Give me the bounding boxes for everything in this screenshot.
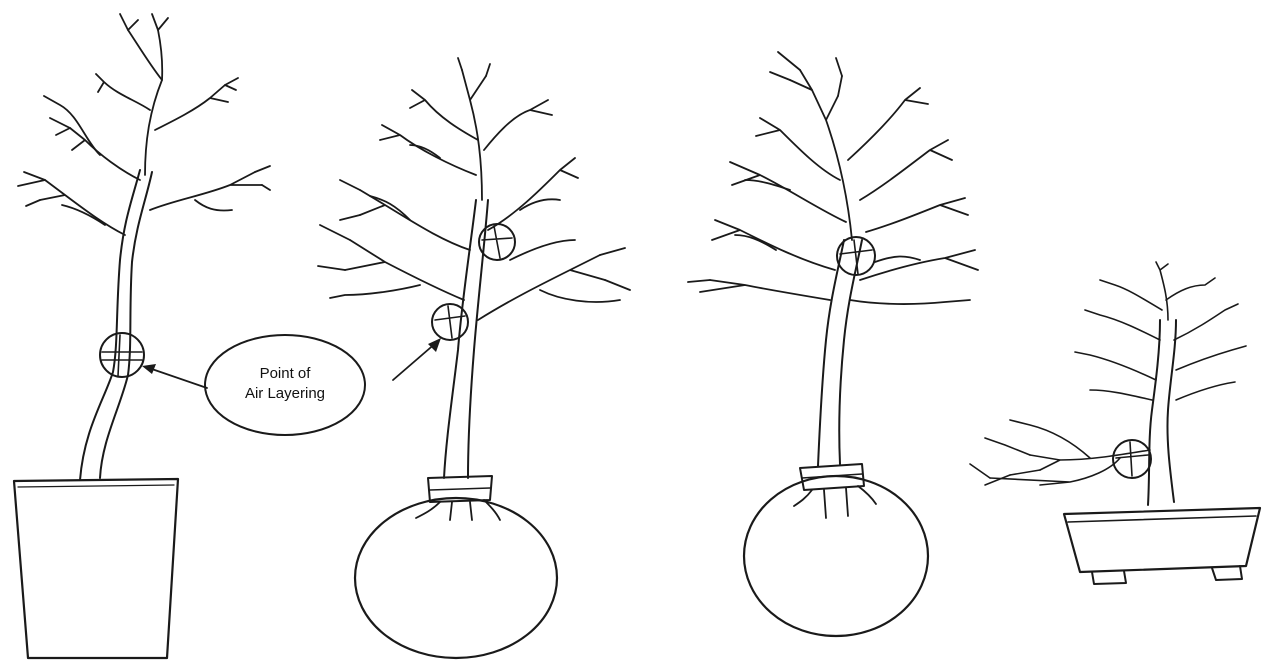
tree-trunk bbox=[818, 240, 862, 466]
root-ball bbox=[744, 476, 928, 636]
air-layer-marker bbox=[432, 304, 468, 340]
tree-in-bonsai-tray bbox=[970, 262, 1260, 584]
tree-branches bbox=[318, 58, 630, 320]
callout-arrow-right bbox=[393, 342, 437, 380]
tree-in-tall-pot bbox=[14, 14, 270, 658]
tree-branches bbox=[688, 52, 978, 304]
tall-pot bbox=[14, 479, 178, 658]
tree-branches bbox=[970, 262, 1246, 485]
callout-line-2: Air Layering bbox=[245, 385, 325, 402]
tree-in-root-ball-1 bbox=[318, 58, 630, 658]
root-ball bbox=[355, 498, 557, 658]
callout-line-1: Point of bbox=[260, 365, 312, 382]
tree-trunk bbox=[1148, 320, 1176, 505]
callout-arrow-left bbox=[146, 367, 207, 388]
air-layering-callout: Point of Air Layering bbox=[142, 335, 441, 435]
air-layer-marker bbox=[100, 333, 144, 377]
tree-in-root-ball-2 bbox=[688, 52, 978, 636]
